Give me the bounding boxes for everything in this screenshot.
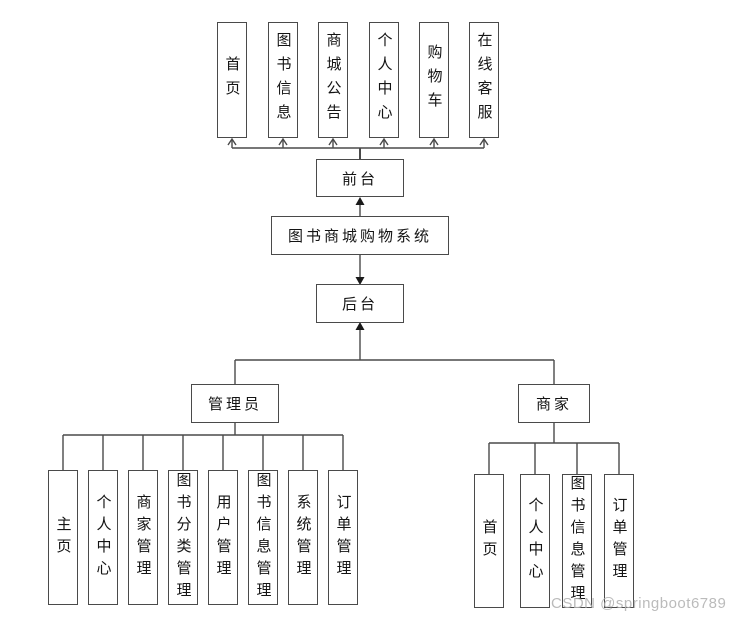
node-merchant-management: 商家管理 (128, 470, 158, 605)
node-system-management: 系统管理 (288, 470, 318, 605)
node-merchant-personal-center: 个人中心 (520, 474, 550, 608)
node-personal-center-front: 个人中心 (369, 22, 399, 138)
node-mall-announcement: 商城公告 (318, 22, 348, 138)
node-system-root: 图书商城购物系统 (271, 216, 449, 255)
node-book-info: 图书信息 (268, 22, 298, 138)
node-book-info-management-merchant: 图书信息管理 (562, 474, 592, 608)
node-back-end: 后台 (316, 284, 404, 323)
node-order-management-merchant: 订单管理 (604, 474, 634, 608)
node-user-management: 用户管理 (208, 470, 238, 605)
node-book-category-management: 图书分类管理 (168, 470, 198, 605)
node-home-front: 首页 (217, 22, 247, 138)
node-front-desk: 前台 (316, 159, 404, 197)
node-order-management-admin: 订单管理 (328, 470, 358, 605)
node-merchant-home: 首页 (474, 474, 504, 608)
node-admin-personal-center: 个人中心 (88, 470, 118, 605)
node-book-info-management-admin: 图书信息管理 (248, 470, 278, 605)
node-online-service: 在线客服 (469, 22, 499, 138)
node-admin: 管理员 (191, 384, 279, 423)
csdn-watermark: CSDN @springboot6789 (551, 595, 727, 612)
node-merchant: 商家 (518, 384, 590, 423)
node-admin-homepage: 主页 (48, 470, 78, 605)
node-shopping-cart: 购物车 (419, 22, 449, 138)
